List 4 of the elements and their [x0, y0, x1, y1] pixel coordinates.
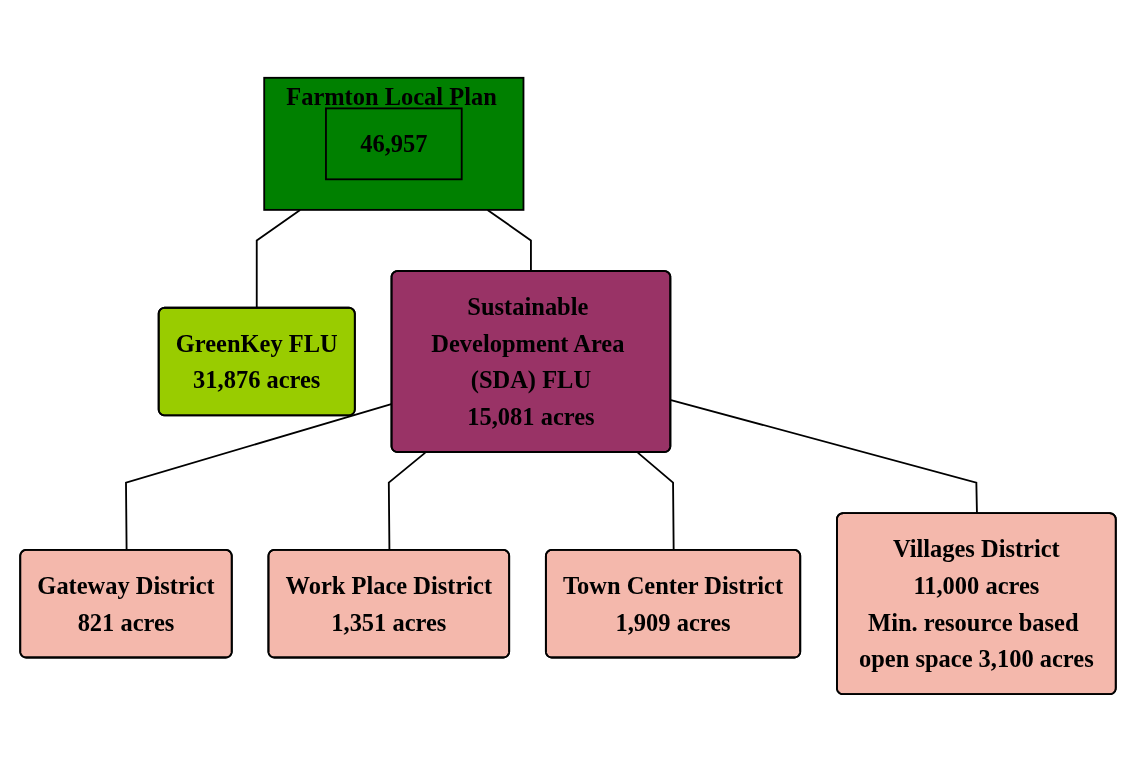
connector [670, 399, 978, 515]
connector [486, 208, 532, 272]
connector [255, 208, 302, 309]
node-box: 46,957 [325, 107, 463, 181]
